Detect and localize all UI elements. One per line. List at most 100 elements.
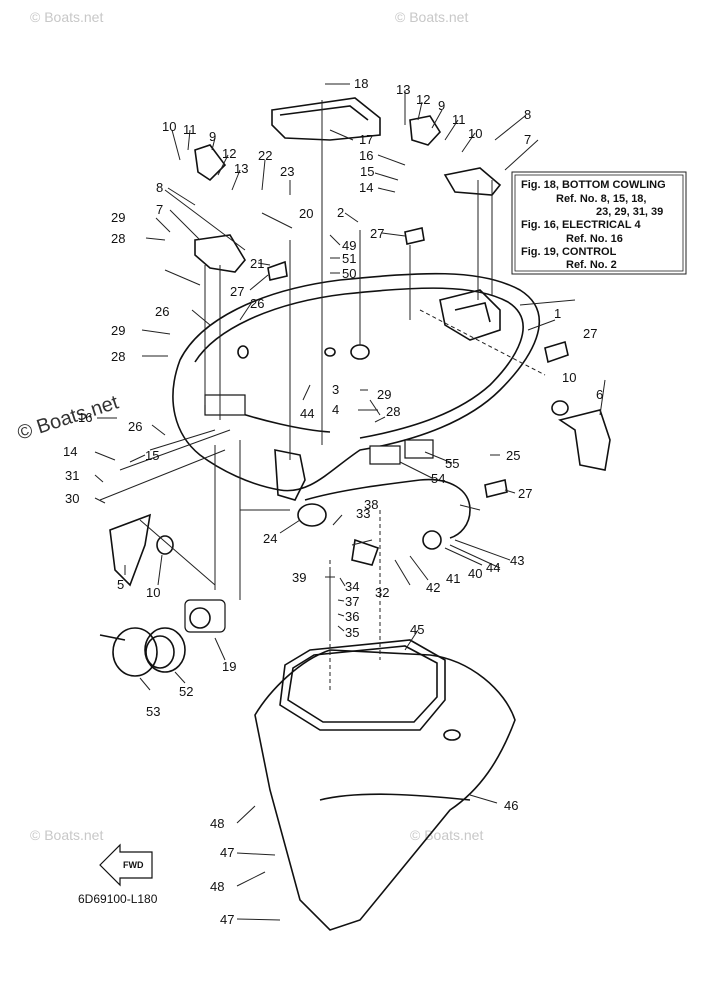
- fwd-arrow-icon: FWD: [99, 843, 153, 887]
- callout: 41: [446, 571, 460, 586]
- fitting-40: [422, 530, 442, 550]
- callout: 44: [486, 560, 500, 575]
- callout: 15: [145, 448, 159, 463]
- callout: 7: [524, 132, 531, 147]
- callout: 46: [504, 798, 518, 813]
- callout: 43: [510, 553, 524, 568]
- connector-lines: [99, 100, 576, 640]
- bracket-7b: [443, 167, 502, 196]
- callout: 44: [300, 406, 314, 421]
- ref-line: Fig. 16, ELECTRICAL 4: [521, 219, 641, 231]
- callout: 49: [342, 238, 356, 253]
- callout: 10: [468, 126, 482, 141]
- callout: 29: [111, 210, 125, 225]
- watermark: © Boats.net: [410, 827, 483, 843]
- callout: 31: [65, 468, 79, 483]
- callout: 20: [299, 206, 313, 221]
- plug-19: [184, 599, 226, 633]
- diagram-code: 6D69100-L180: [78, 892, 158, 906]
- callout: 48: [210, 879, 224, 894]
- callout: 26: [155, 304, 169, 319]
- callout: 14: [359, 180, 373, 195]
- panel-part: [271, 97, 381, 141]
- callout: 48: [210, 816, 224, 831]
- callout: 39: [292, 570, 306, 585]
- callout: 37: [345, 594, 359, 609]
- callout: 45: [410, 622, 424, 637]
- callout: 21: [250, 256, 264, 271]
- panel-edge: [279, 105, 369, 121]
- callout: 13: [234, 161, 248, 176]
- callout: 22: [258, 148, 272, 163]
- callout: 14: [63, 444, 77, 459]
- callout: 27: [370, 226, 384, 241]
- callout: 8: [524, 107, 531, 122]
- callout: 13: [396, 82, 410, 97]
- ref-line: Fig. 19, CONTROL: [521, 246, 617, 258]
- callout: 19: [222, 659, 236, 674]
- callout: 28: [386, 404, 400, 419]
- grommet-10: [156, 535, 174, 555]
- watermark: © Boats.net: [30, 827, 103, 843]
- ref-line: 23, 29, 31, 39: [596, 206, 663, 218]
- callout: 3: [332, 382, 339, 397]
- callout: 2: [337, 205, 344, 220]
- clip-27c: [404, 227, 425, 245]
- bracket-9b: [409, 115, 442, 146]
- callout: 16: [359, 148, 373, 163]
- callout: 36: [345, 609, 359, 624]
- callout: 11: [183, 122, 197, 137]
- callout: 26: [128, 419, 142, 434]
- callout: 38: [364, 497, 378, 512]
- callout: 27: [230, 284, 244, 299]
- callout: 7: [156, 202, 163, 217]
- ref-line: Ref. No. 2: [566, 259, 617, 271]
- bottom-cowling: [172, 272, 541, 501]
- bracket-9: [194, 144, 227, 182]
- boot-32: [351, 538, 380, 566]
- ring-52: [144, 627, 186, 673]
- watermark: © Boats.net: [30, 9, 103, 25]
- leader-lines: [94, 83, 606, 921]
- ref-line: Fig. 18, BOTTOM COWLING: [521, 179, 666, 191]
- clamp-53-strap: [99, 634, 126, 641]
- grommet-10b: [551, 400, 569, 416]
- callout: 25: [506, 448, 520, 463]
- callout: 24: [263, 531, 277, 546]
- ring-52-inner: [145, 635, 175, 669]
- clip-27b: [484, 479, 508, 498]
- callout: 16: [78, 410, 92, 425]
- callout: 27: [518, 486, 532, 501]
- callout: 18: [354, 76, 368, 91]
- callout: 17: [359, 132, 373, 147]
- callout: 40: [468, 566, 482, 581]
- callout: 42: [426, 580, 440, 595]
- plug-face: [189, 607, 211, 629]
- watermark: © Boats.net: [395, 9, 468, 25]
- hose: [304, 478, 471, 539]
- callout: 47: [220, 845, 234, 860]
- fwd-label: FWD: [123, 860, 144, 870]
- callout: 53: [146, 704, 160, 719]
- clamp-53: [112, 627, 158, 677]
- lower-cowling: [254, 639, 516, 931]
- part-6: [558, 409, 611, 471]
- callout: 28: [111, 349, 125, 364]
- callout: 55: [445, 456, 459, 471]
- callout: 33: [356, 506, 370, 521]
- callout: 8: [156, 180, 163, 195]
- callout: 52: [179, 684, 193, 699]
- callout: 27: [583, 326, 597, 341]
- callout: 12: [416, 92, 430, 107]
- callout: 30: [65, 491, 79, 506]
- callout: 5: [117, 577, 124, 592]
- callout: 50: [342, 266, 356, 281]
- bracket-7: [194, 234, 246, 273]
- callout: 54: [431, 471, 445, 486]
- guide-line: [419, 309, 546, 376]
- callout: 29: [111, 323, 125, 338]
- callout-labels: 1 2 3 4 5 6 7 7 8 8 9 9 10 10 10 10 11 1…: [63, 76, 603, 927]
- callout: 9: [209, 129, 216, 144]
- callout: 6: [596, 387, 603, 402]
